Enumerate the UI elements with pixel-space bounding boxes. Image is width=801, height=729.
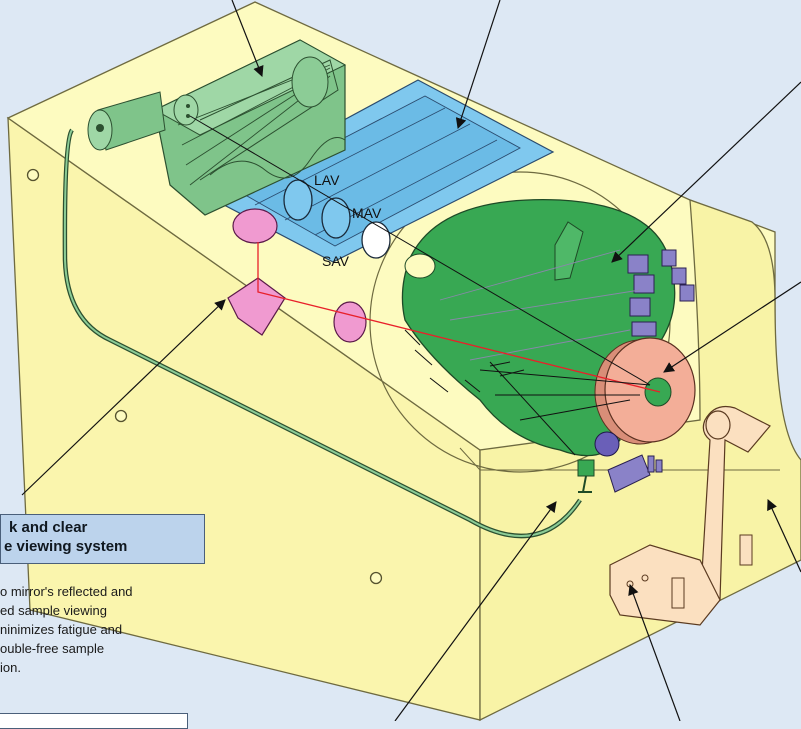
lav-label: LAV [314, 172, 340, 188]
pointer-sample-stage [663, 281, 801, 373]
sav-aperture [361, 221, 391, 259]
pointer-fiber-probe [394, 501, 557, 721]
screw-hole [369, 571, 383, 585]
viewing-system-callout: k and clear e viewing system [0, 514, 205, 564]
objective-lens [594, 431, 620, 457]
pointer-lines [21, 0, 801, 721]
screw-hole [114, 409, 128, 423]
sav-label: SAV [322, 253, 350, 269]
pointer-compartment [611, 81, 801, 263]
description-line: o mirror's reflected and [0, 584, 133, 599]
aperture-lenses: LAV MAV SAV [283, 172, 391, 269]
laser-beam [257, 242, 661, 393]
pointer-viewing-system [21, 299, 226, 496]
detector-block [629, 297, 651, 317]
description-line: ninimizes fatigue and [0, 622, 123, 637]
pointer-spectrometer [231, 0, 264, 78]
relay-lens [333, 301, 367, 343]
pointer-sample-tray [455, 0, 501, 130]
callout-description: o mirror's reflected and ed sample viewi… [0, 582, 200, 677]
detector-block [631, 321, 657, 337]
callout-title-line2: e viewing system [4, 538, 128, 555]
pointer-holder-base [628, 583, 681, 721]
detector-block [671, 267, 687, 285]
next-callout-box [0, 713, 188, 729]
mav-aperture [321, 197, 351, 239]
fiber-probe [577, 459, 595, 477]
pink-optics [227, 208, 367, 343]
description-line: ed sample viewing [0, 603, 107, 618]
pink-mirror [232, 208, 278, 244]
description-line: ion. [0, 660, 21, 675]
detector-block [633, 274, 655, 294]
detector-block [627, 254, 649, 274]
pointer-holder-arm [767, 499, 801, 573]
spectrometer-module [87, 39, 347, 216]
illuminator [607, 454, 663, 493]
description-line: ouble-free sample [0, 641, 105, 656]
beam-splitter-prism [227, 277, 286, 336]
sample-stage [594, 337, 696, 445]
mirror [554, 221, 584, 281]
detector-block [679, 284, 695, 302]
lav-aperture [283, 179, 313, 221]
detector-block [661, 249, 677, 267]
mav-label: MAV [352, 205, 382, 221]
screw-hole [26, 168, 40, 182]
callout-title-line1: k and clear [9, 519, 88, 536]
viewing-port [404, 253, 436, 279]
